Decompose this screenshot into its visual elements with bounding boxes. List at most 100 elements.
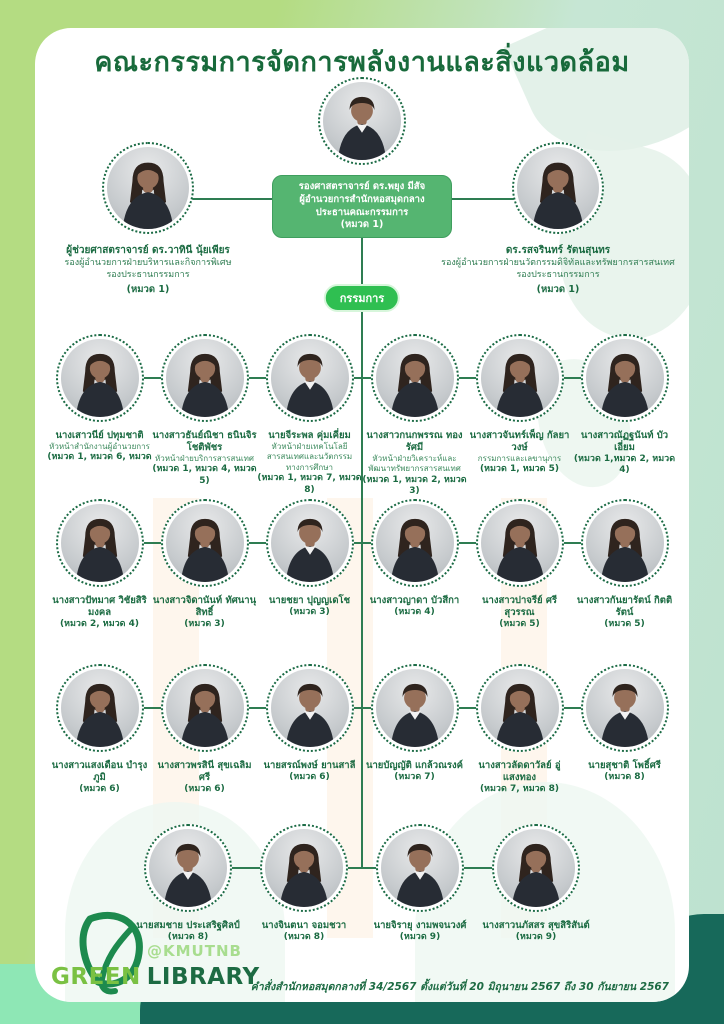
member-name: นางสาวนภัสสร สุขสิริสันต์ bbox=[482, 920, 590, 931]
deputy-category: (หมวด 1) bbox=[126, 284, 170, 296]
footer-order-text: คำสั่งสำนักหอสมุดกลางที่ 34/2567 ตั้งแต่… bbox=[250, 981, 669, 993]
member-card: นางสาวลัดดาวัลย์ อู่แสงทอง (หมวด 7, หมวด… bbox=[467, 664, 572, 795]
member-portrait bbox=[270, 504, 349, 582]
member-card: นางเสาวนีย์ ปทุมชาติ หัวหน้าสำนักงานผู้อ… bbox=[47, 334, 152, 498]
member-name: นางสาวปาจรีย์ ศรีสุวรรณ bbox=[482, 595, 557, 618]
member-portrait bbox=[60, 339, 139, 417]
person-icon bbox=[376, 339, 454, 417]
member-photo-ring bbox=[475, 664, 564, 752]
member-portrait bbox=[375, 339, 454, 417]
person-icon bbox=[166, 669, 244, 747]
member-portrait bbox=[165, 669, 244, 747]
deputy-name: ผู้ช่วยศาสตราจารย์ ดร.วาทินี นุ้ยเพียร bbox=[66, 245, 230, 256]
deputy-photo-ring bbox=[512, 142, 604, 234]
member-category: (หมวด 6) bbox=[289, 771, 330, 782]
chairman-name: รองศาสตราจารย์ ดร.พยุง มีสัจ bbox=[298, 181, 426, 192]
member-name: นางสาวแสงเดือน บำรุงภูมิ bbox=[51, 760, 148, 783]
member-photo-ring bbox=[370, 499, 459, 587]
person-icon bbox=[61, 504, 139, 582]
member-portrait bbox=[497, 829, 575, 907]
member-category: (หมวด 6) bbox=[184, 783, 225, 794]
logo-word-green: GREEN bbox=[51, 964, 141, 990]
member-photo-ring bbox=[160, 664, 249, 752]
chairman-photo-ring bbox=[318, 77, 406, 165]
member-card: นางสาวธันย์ณิชา ธนินจิรโชติพัชร หัวหน้าฝ… bbox=[152, 334, 257, 498]
person-icon bbox=[271, 339, 349, 417]
member-category: (หมวด 8) bbox=[167, 931, 209, 942]
member-portrait bbox=[165, 339, 244, 417]
member-category: (หมวด 1, หมวด 4, หมวด 5) bbox=[152, 464, 257, 486]
person-icon bbox=[586, 504, 664, 582]
deputy-photo-ring bbox=[102, 142, 194, 234]
member-name: นายสมชาย ประเสริฐศิลป์ bbox=[136, 920, 240, 931]
member-photo-ring bbox=[370, 334, 459, 422]
member-category: (หมวด 9) bbox=[515, 931, 557, 942]
member-name: นายจิรายุ งามพจนวงศ์ bbox=[373, 920, 467, 931]
deputy-left-card: ผู้ช่วยศาสตราจารย์ ดร.วาทินี นุ้ยเพียร ร… bbox=[40, 142, 256, 297]
member-portrait bbox=[375, 504, 454, 582]
member-photo-ring bbox=[265, 334, 354, 422]
member-role: หัวหน้าฝ่ายเทคโนโลยีสารสนเทศและนวัตกรรมท… bbox=[266, 441, 353, 472]
member-photo-ring bbox=[580, 499, 669, 587]
person-icon bbox=[376, 504, 454, 582]
chairman-label-box: รองศาสตราจารย์ ดร.พยุง มีสัจ ผู้อำนวยการ… bbox=[272, 175, 452, 239]
member-name: นางสาวญาดา บัวสีกา bbox=[369, 595, 460, 606]
member-portrait bbox=[585, 504, 664, 582]
member-card: นางสาวจิดานันท์ ทัศนานุสิทธิ์ (หมวด 3) bbox=[152, 499, 257, 630]
member-name: นายชยา ปุญญเดโช bbox=[268, 595, 351, 606]
member-role: หัวหน้าฝ่ายบริการสารสนเทศ bbox=[155, 453, 254, 463]
member-card: นางสาวญาดา บัวสีกา (หมวด 4) bbox=[362, 499, 467, 630]
person-icon bbox=[376, 669, 454, 747]
member-card: นายชยา ปุญญเดโช (หมวด 3) bbox=[257, 499, 362, 630]
connector-line-row2 bbox=[99, 542, 626, 544]
person-icon bbox=[166, 339, 244, 417]
member-card: นางสาวนภัสสร สุขสิริสันต์ (หมวด 9) bbox=[478, 824, 594, 944]
member-category: (หมวด 1, หมวด 6, หมวด bbox=[47, 452, 152, 463]
member-name: นางจินตนา จอมชวา bbox=[261, 920, 347, 931]
member-photo-ring bbox=[265, 664, 354, 752]
person-icon bbox=[381, 829, 459, 907]
person-icon bbox=[166, 504, 244, 582]
member-portrait bbox=[165, 504, 244, 582]
chairman-role: ผู้อำนวยการสำนักหอสมุดกลาง bbox=[299, 193, 425, 205]
person-icon bbox=[107, 147, 189, 229]
logo-word-library: LIBRARY bbox=[146, 964, 260, 990]
member-card: นางจินตนา จอมชวา (หมวด 8) bbox=[246, 824, 362, 944]
member-category: (หมวด 3) bbox=[289, 606, 330, 617]
member-category: (หมวด 5) bbox=[499, 618, 540, 629]
member-portrait bbox=[381, 829, 459, 907]
member-card: นายสรณ์พงษ์ ยานสาลี (หมวด 6) bbox=[257, 664, 362, 795]
member-photo-ring bbox=[55, 664, 144, 752]
connector-line-row3 bbox=[99, 707, 626, 709]
member-portrait bbox=[265, 829, 343, 907]
committee-badge: กรรมการ bbox=[323, 284, 401, 312]
member-name: นายสรณ์พงษ์ ยานสาลี bbox=[263, 760, 356, 771]
member-photo-ring bbox=[376, 824, 464, 912]
member-card: นางสาวพรสินี สุขเฉลิมศรี (หมวด 6) bbox=[152, 664, 257, 795]
member-card: นางสาวกนกพรรณ ทองรัศมี หัวหน้าฝ่ายวิเครา… bbox=[362, 334, 467, 498]
member-name: นางสาวธันย์ณิชา ธนินจิรโชติพัชร bbox=[152, 430, 257, 453]
member-category: (หมวด 7) bbox=[394, 771, 435, 782]
member-role: กรรมการและเลขานุการ bbox=[477, 453, 562, 463]
org-chart-card: คณะกรรมการจัดการพลังงานและสิ่งแวดล้อม รอ… bbox=[35, 28, 689, 1002]
deputy-position: รองประธานกรรมการ bbox=[516, 270, 600, 281]
member-portrait bbox=[480, 504, 559, 582]
member-portrait bbox=[60, 504, 139, 582]
person-icon bbox=[61, 669, 139, 747]
deputy-right-card: ดร.รสจรินทร์ รัตนสุนทร รองผู้อำนวยการฝ่า… bbox=[435, 142, 681, 297]
member-photo-ring bbox=[265, 499, 354, 587]
member-portrait bbox=[270, 669, 349, 747]
member-name: นางสาวจันทร์เพ็ญ กัลยาวงษ์ bbox=[469, 430, 570, 453]
member-card: นางสาวจันทร์เพ็ญ กัลยาวงษ์ กรรมการและเลข… bbox=[467, 334, 572, 498]
member-photo-ring bbox=[370, 664, 459, 752]
member-category: (หมวด 5) bbox=[604, 618, 645, 629]
member-photo-ring bbox=[160, 499, 249, 587]
member-portrait bbox=[60, 669, 139, 747]
deputy-portrait bbox=[107, 147, 189, 229]
member-card: นายจีระพล คุ่มเคี่ยม หัวหน้าฝ่ายเทคโนโลย… bbox=[257, 334, 362, 498]
member-name: นายจีระพล คุ่มเคี่ยม bbox=[268, 430, 351, 441]
member-name: นางสาวกันยารัตน์ กิตติรัตน์ bbox=[576, 595, 673, 618]
chairman-card bbox=[318, 77, 406, 165]
